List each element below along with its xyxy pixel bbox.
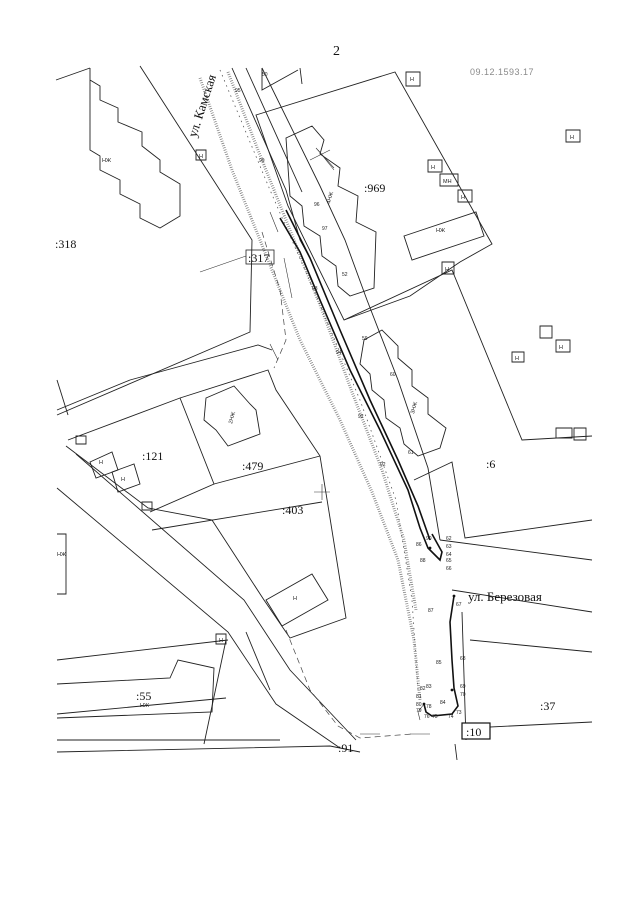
point-label: 82 (420, 686, 426, 692)
point-label: 85 (436, 660, 442, 666)
point-label: 79 (416, 708, 422, 714)
building-code: 2НЖ (228, 411, 237, 424)
parcel-boundaries (55, 65, 593, 761)
point-label: 83 (426, 684, 432, 690)
point-label: 92 (358, 414, 364, 420)
street-berezovaya-label: ул. Березовая (468, 589, 542, 604)
building-code: НЖ (140, 703, 149, 709)
building-code: Н (121, 477, 125, 483)
point-label: 68 (460, 656, 466, 662)
street-kamskaya-label: ул. Камская (185, 72, 219, 139)
point-label: 76 (424, 714, 430, 720)
point-label: 64 (446, 552, 452, 558)
building-code: 4НЖ (326, 191, 335, 204)
building-code: Н (219, 638, 223, 644)
point-label: 81 (416, 694, 422, 700)
parcel-121-label: :121 (142, 449, 163, 463)
building-code: Н (559, 345, 563, 351)
building-code: Н (199, 154, 203, 160)
buildings (56, 71, 587, 719)
parcel-10-label: :10 (466, 725, 481, 739)
point-label: 62 (446, 536, 452, 542)
point-label: 74 (448, 714, 454, 720)
parcel-317-label: :317 (248, 251, 269, 265)
building-code: Н (99, 460, 103, 466)
point-label: 94 (336, 350, 342, 356)
point-label: 70 (460, 692, 466, 698)
building-code: Н (570, 135, 574, 141)
building-code: Н (461, 195, 465, 201)
parcel-91-label: :91 (338, 741, 353, 755)
page-number: 2 (333, 44, 340, 59)
parcel-37-label: :37 (540, 699, 555, 713)
point-label: 88 (420, 558, 426, 564)
survey-route (199, 147, 459, 735)
point-label: 75 (432, 714, 438, 720)
point-label: 90 (426, 536, 432, 542)
point-label: 52 (342, 272, 348, 278)
building-code: МН (443, 179, 452, 185)
point-label: 69 (460, 684, 466, 690)
survey-points: 50 95 99 96 97 93 52 94 59 92 60 61 92 9… (235, 72, 466, 720)
building-code: Н (515, 356, 519, 362)
point-label: 78 (426, 704, 432, 710)
parcel-318-label: :318 (55, 237, 76, 251)
point-label: 59 (362, 336, 368, 342)
parcel-55-label: :55 (136, 689, 151, 703)
building-code: 3НЖ (410, 401, 419, 414)
point-label: 50 (262, 72, 268, 78)
point-label: 99 (259, 158, 265, 164)
building-code: Н (431, 165, 435, 171)
point-label: 86 (416, 542, 422, 548)
parcel-969-label: :969 (364, 181, 385, 195)
building-code: НЖ (102, 158, 111, 164)
parcel-479-label: :479 (242, 459, 263, 473)
point-label: 93 (312, 286, 318, 292)
point-label: 60 (390, 372, 396, 378)
road-markings (198, 69, 422, 739)
point-label: 87 (428, 608, 434, 614)
point-label: 80 (416, 702, 422, 708)
point-label: 97 (322, 226, 328, 232)
building-code: НЖ (436, 228, 445, 234)
point-label: 61 (408, 450, 414, 456)
building-code: НЖ (57, 552, 66, 558)
parcel-6-label: :6 (486, 457, 495, 471)
building-code: Н (445, 267, 449, 273)
parcel-403-label: :403 (282, 503, 303, 517)
point-label: 66 (446, 566, 452, 572)
point-label: 92 (380, 462, 386, 468)
point-label: 73 (456, 710, 462, 716)
point-label: 65 (446, 558, 452, 564)
point-label: 95 (235, 88, 241, 94)
document-stamp: 09.12.1593.17 (470, 67, 535, 77)
point-label: 96 (314, 202, 320, 208)
point-label: 84 (440, 700, 446, 706)
building-code: Н (410, 77, 414, 83)
building-code: Н (293, 596, 297, 602)
point-label: 63 (446, 544, 452, 550)
point-label: 67 (456, 602, 462, 608)
